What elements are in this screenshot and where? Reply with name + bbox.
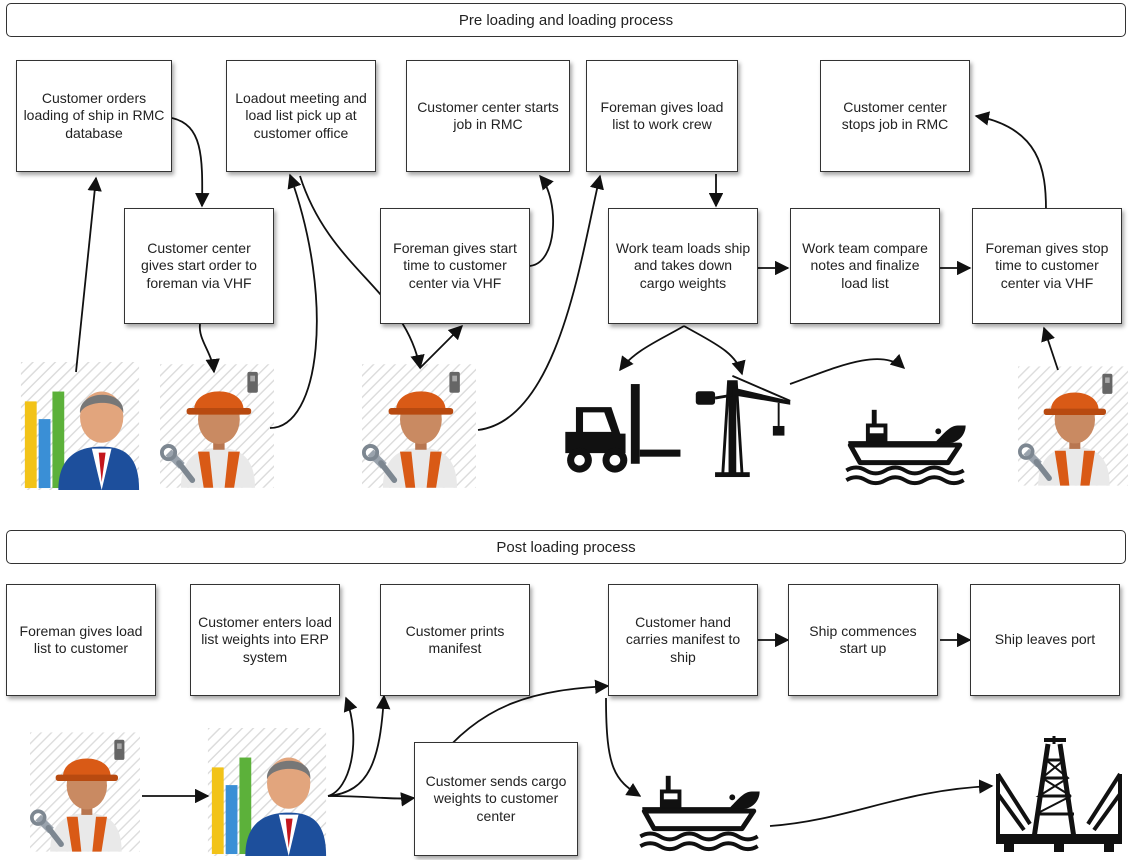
arrow-foreman2-to-load-list-crew bbox=[477, 174, 604, 431]
pre-loading-header: Pre loading and loading process bbox=[6, 3, 1126, 37]
box-cc-starts-job: Customer center starts job in RMC bbox=[406, 60, 570, 172]
box-foreman-gives-load-list-crew: Foreman gives load list to work crew bbox=[586, 60, 738, 172]
box-customer-enters-weights: Customer enters load list weights into E… bbox=[190, 584, 340, 696]
arrow-stop-time-to-cc-stops bbox=[974, 111, 1047, 211]
arrow-ship-to-rig bbox=[769, 779, 994, 827]
box-customer-orders: Customer orders loading of ship in RMC d… bbox=[16, 60, 172, 172]
box-work-team-compare: Work team compare notes and finalize loa… bbox=[790, 208, 940, 324]
arrow-start-time-to-cc-starts bbox=[527, 174, 555, 267]
post-loading-header: Post loading process bbox=[6, 530, 1126, 564]
box-foreman-gives-stop-time: Foreman gives stop time to customer cent… bbox=[972, 208, 1122, 324]
box-foreman-gives-start-time: Foreman gives start time to customer cen… bbox=[380, 208, 530, 324]
arrow-crane-to-ship bbox=[789, 353, 906, 385]
arrow-customer2-to-prints-manifest bbox=[327, 694, 391, 797]
box-cc-gives-start-order: Customer center gives start order to for… bbox=[124, 208, 274, 324]
arrow-work-team-to-forklift bbox=[619, 325, 685, 372]
arrow-hand-carries-to-ship bbox=[605, 697, 642, 797]
arrow-work-team-to-crane bbox=[683, 325, 746, 376]
arrow-customer2-to-enters-weights bbox=[327, 696, 358, 797]
arrow-foreman3-to-stop-time bbox=[1041, 326, 1059, 371]
box-loadout-meeting: Loadout meeting and load list pick up at… bbox=[226, 60, 376, 172]
box-customer-sends-weights: Customer sends cargo weights to customer… bbox=[414, 742, 578, 856]
box-foreman-gives-load-list-customer: Foreman gives load list to customer bbox=[6, 584, 156, 696]
arrow-customer2-to-sends-weights bbox=[327, 792, 416, 807]
box-work-team-loads: Work team loads ship and takes down carg… bbox=[608, 208, 758, 324]
arrow-customer-to-orders bbox=[75, 176, 102, 373]
box-ship-leaves: Ship leaves port bbox=[970, 584, 1120, 696]
arrow-foreman1-to-loadout bbox=[269, 173, 318, 429]
arrow-foreman2-to-start-time-box bbox=[419, 324, 464, 369]
arrow-orders-to-start-order bbox=[171, 117, 210, 208]
box-customer-hand-carries: Customer hand carries manifest to ship bbox=[608, 584, 758, 696]
arrow-start-order-to-foreman bbox=[199, 323, 220, 374]
arrow-loadout-to-foreman2 bbox=[299, 175, 425, 370]
box-cc-stops-job: Customer center stops job in RMC bbox=[820, 60, 970, 172]
box-ship-commences: Ship commences start up bbox=[788, 584, 938, 696]
box-customer-prints-manifest: Customer prints manifest bbox=[380, 584, 530, 696]
